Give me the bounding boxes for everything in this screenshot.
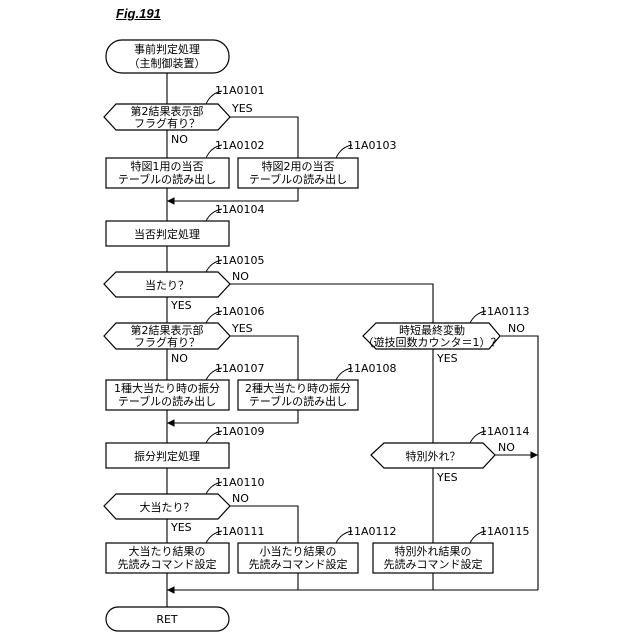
ref-11a0111: 11A0111 (215, 525, 265, 538)
decision-11a0113: 時短最終変動 （遊技回数カウンタ＝1）？ 11A0113 NO YES (363, 305, 530, 365)
decision-11a0113-line2: （遊技回数カウンタ＝1）？ (363, 335, 502, 349)
process-11a0109-line1: 振分判定処理 (134, 449, 200, 463)
process-11a0103-line1: 特図2用の当否 (262, 159, 335, 173)
ref-11a0109: 11A0109 (215, 425, 265, 438)
process-11a0102-line2: テーブルの読み出し (118, 172, 216, 186)
start-terminal: 事前判定処理 （主制御装置） (106, 40, 229, 73)
decision-11a0105-line1: 当たり？ (145, 278, 189, 292)
decision-11a0101-line2: フラグ有り？ (134, 116, 200, 130)
ref-11a0105: 11A0105 (215, 254, 265, 267)
process-11a0107-line1: 1種大当たり時の振分 (114, 381, 220, 395)
decision-11a0106-line2: フラグ有り？ (134, 335, 200, 349)
decision-11a0106: 第2結果表示部 フラグ有り？ 11A0106 YES NO (104, 305, 265, 365)
start-line2: （主制御装置） (129, 56, 206, 70)
process-11a0115-line1: 特別外れ結果の (395, 544, 472, 558)
ref-11a0115: 11A0115 (480, 525, 530, 538)
process-11a0103-line2: テーブルの読み出し (249, 172, 347, 186)
decision-11a0105: 当たり？ 11A0105 NO YES (104, 254, 265, 312)
end-label: RET (156, 613, 178, 626)
yes-label-11a0114: YES (436, 471, 458, 484)
ref-11a0102: 11A0102 (215, 139, 265, 152)
ref-11a0104: 11A0104 (215, 203, 265, 216)
ref-11a0114: 11A0114 (480, 425, 530, 438)
no-label-11a0101: NO (171, 133, 188, 146)
process-11a0111-line2: 先読みコマンド設定 (118, 557, 217, 571)
start-line1: 事前判定処理 (134, 42, 200, 56)
process-11a0104-line1: 当否判定処理 (134, 227, 200, 241)
process-11a0111-line1: 大当たり結果の (129, 544, 206, 558)
ref-11a0113: 11A0113 (480, 305, 530, 318)
ref-11a0108: 11A0108 (347, 362, 397, 375)
no-label-11a0110: NO (232, 492, 249, 505)
decision-11a0106-line1: 第2結果表示部 (131, 323, 204, 337)
ref-11a0106: 11A0106 (215, 305, 265, 318)
yes-label-11a0110: YES (170, 521, 192, 534)
no-label-11a0106: NO (171, 352, 188, 365)
process-11a0112-line2: 先読みコマンド設定 (249, 557, 348, 571)
process-11a0107-line2: テーブルの読み出し (118, 394, 216, 408)
no-label-11a0105: NO (232, 270, 249, 283)
decision-11a0113-line1: 時短最終変動 (399, 323, 465, 337)
process-11a0109: 振分判定処理 11A0109 (106, 425, 265, 468)
ref-11a0101: 11A0101 (215, 84, 265, 97)
ref-11a0112: 11A0112 (347, 525, 397, 538)
no-label-11a0113: NO (508, 322, 525, 335)
process-11a0108-line2: テーブルの読み出し (249, 394, 347, 408)
yes-label-11a0105: YES (170, 299, 192, 312)
process-11a0112-line1: 小当たり結果の (260, 544, 337, 558)
decision-11a0110-line1: 大当たり？ (140, 500, 195, 514)
decision-11a0114-line1: 特別外れ？ (406, 449, 461, 463)
process-11a0108-line1: 2種大当たり時の振分 (245, 381, 351, 395)
no-label-11a0114: NO (498, 441, 515, 454)
yes-label-11a0106: YES (231, 322, 253, 335)
process-11a0104: 当否判定処理 11A0104 (106, 203, 265, 246)
yes-label-11a0113: YES (436, 352, 458, 365)
process-11a0115-line2: 先読みコマンド設定 (384, 557, 483, 571)
process-11a0102-line1: 特図1用の当否 (131, 159, 204, 173)
ref-11a0103: 11A0103 (347, 139, 397, 152)
decision-11a0101-line1: 第2結果表示部 (131, 104, 204, 118)
ref-11a0107: 11A0107 (215, 362, 265, 375)
yes-label-11a0101: YES (231, 102, 253, 115)
end-terminal: RET (106, 607, 229, 631)
ref-11a0110: 11A0110 (215, 476, 265, 489)
decision-11a0101: 第2結果表示部 フラグ有り？ 11A0101 YES NO (104, 84, 265, 146)
